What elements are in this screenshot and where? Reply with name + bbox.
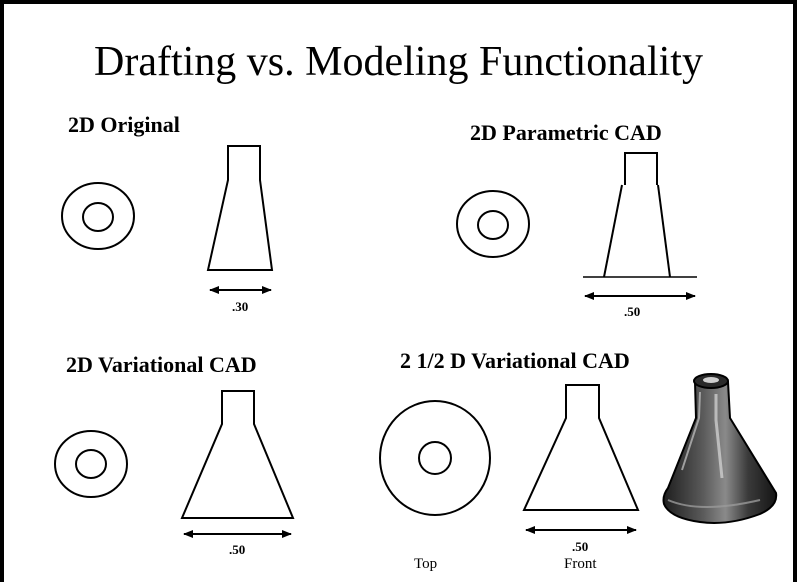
original-front-view: [206, 145, 274, 271]
3d-solid-model: [662, 373, 778, 524]
dimension-label-variational: .50: [229, 542, 246, 557]
variational-front-view: [180, 390, 295, 519]
parametric-top-view: [456, 190, 530, 258]
panel-title-2d-original: 2D Original: [68, 112, 180, 137]
panel-title-2d-variational: 2D Variational CAD: [66, 352, 257, 377]
25d-front-view: [522, 384, 640, 511]
25d-top-view: [379, 400, 491, 516]
panel-title-2d-parametric: 2D Parametric CAD: [470, 120, 662, 145]
dimension-label-original: .30: [232, 299, 249, 314]
slide-title: Drafting vs. Modeling Functionality: [94, 39, 703, 85]
parametric-front-view: [583, 152, 697, 278]
panel-title-25d-variational: 2 1/2 D Variational CAD: [400, 348, 630, 373]
view-label-front: Front: [564, 556, 597, 572]
dimension-label-parametric: .50: [624, 304, 641, 319]
dimension-label-25d: .50: [572, 539, 589, 554]
original-top-view: [61, 182, 135, 250]
variational-top-view: [54, 430, 128, 498]
view-label-top: Top: [414, 556, 438, 572]
